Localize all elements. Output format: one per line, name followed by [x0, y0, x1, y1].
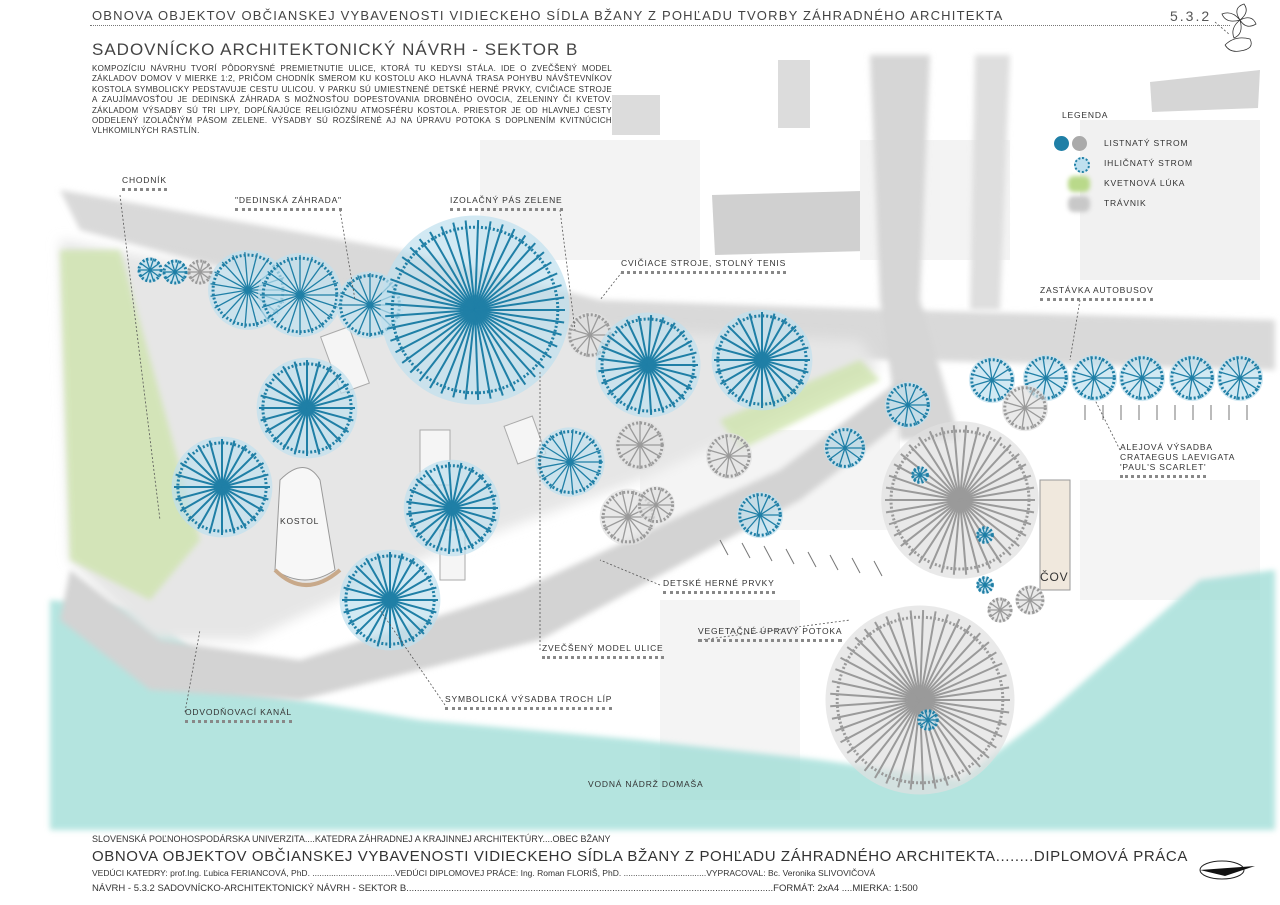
- parking-tick: [719, 539, 729, 556]
- label-line: 'PAUL'S SCARLET': [1120, 462, 1207, 478]
- label-detske-prvky: DETSKÉ HERNÉ PRVKY: [663, 578, 775, 594]
- legend-item: KVETNOVÁ LÚKA: [1062, 174, 1262, 194]
- deciduous-tree-icon: [403, 459, 501, 557]
- sheet-title: SADOVNÍCKO ARCHITEKTONICKÝ NÁVRH - SEKTO…: [92, 40, 579, 59]
- label-vegetacne-upravy: VEGETAČNÉ ÚPRAVY POTOKA: [698, 626, 843, 642]
- label-odvodnovaci-kanal: ODVODŇOVACÍ KANÁL: [185, 707, 292, 723]
- label-kostol: KOSTOL: [280, 516, 320, 526]
- label-alejova-vysadba: ALEJOVÁ VÝSADBA CRATAEGUS LAEVIGATA 'PAU…: [1120, 442, 1235, 478]
- footer-project: OBNOVA OBJEKTOV OBČIANSKEJ VYBAVENOSTI V…: [92, 848, 1188, 865]
- parking-tick: [741, 542, 751, 559]
- church-footprint: [274, 467, 336, 581]
- deciduous-tree-grey-icon: [1001, 384, 1049, 432]
- parking-tick: [851, 557, 861, 574]
- label-cov: ČOV: [1040, 570, 1069, 584]
- trees: [137, 215, 1264, 795]
- sheet-number: 5.3.2: [1170, 8, 1212, 24]
- meadow-swatch: [1068, 176, 1090, 192]
- legend-item: IHLIČNATÝ STROM: [1062, 154, 1262, 174]
- parking-tick: [763, 545, 773, 562]
- label-vodna-nadrz: VODNÁ NÁDRŽ DOMAŠA: [588, 779, 704, 789]
- deciduous-tree-grey-icon: [187, 259, 213, 285]
- label-zastavka: ZASTÁVKA AUTOBUSOV: [1040, 285, 1154, 301]
- parking-tick: [807, 551, 817, 568]
- footer-university: SLOVENSKÁ POĽNOHOSPODÁRSKA UNIVERZITA...…: [92, 834, 611, 844]
- label-dedinska-zahrada: "DEDINSKÁ ZÁHRADA": [235, 195, 342, 211]
- cov-structure: [1039, 479, 1071, 591]
- side-road-2: [970, 55, 1010, 310]
- legend-item: TRÁVNIK: [1062, 194, 1262, 214]
- label-line: ALEJOVÁ VÝSADBA: [1120, 442, 1213, 452]
- deciduous-tree-icon: [884, 381, 932, 429]
- deciduous-tree-grey-icon: [1015, 585, 1045, 615]
- deciduous-tree-icon: [1070, 354, 1118, 402]
- conifer-tree-icon: [1074, 157, 1090, 173]
- main-road: [60, 190, 1275, 370]
- label-model-ulice: ZVEČŠENÝ MODEL ULICE: [542, 643, 664, 659]
- deciduous-tree-icon: [976, 576, 994, 594]
- deciduous-tree-grey-icon: [1072, 136, 1087, 151]
- deciduous-tree-grey-icon: [881, 421, 1039, 579]
- deciduous-tree-icon: [258, 253, 342, 337]
- footer-sheet-info: NÁVRH - 5.3.2 SADOVNÍCKO-ARCHITEKTONICKÝ…: [92, 883, 918, 894]
- label-line: CRATAEGUS LAEVIGATA: [1120, 452, 1236, 462]
- label-cviciace-stroje: CVIČIACE STROJE, STOLNÝ TENIS: [621, 258, 787, 274]
- deciduous-tree-icon: [711, 309, 813, 411]
- deciduous-tree-icon: [1216, 354, 1264, 402]
- deciduous-tree-grey-icon: [825, 605, 1015, 795]
- deciduous-tree-icon: [1054, 136, 1069, 151]
- deciduous-tree-icon: [824, 427, 866, 469]
- deciduous-tree-icon: [535, 427, 605, 497]
- path-lower: [60, 380, 930, 700]
- footer-supervisors: VEDÚCI KATEDRY: prof.Ing. Ľubica FERIANC…: [92, 868, 876, 878]
- deciduous-tree-grey-icon: [705, 432, 753, 480]
- deciduous-tree-icon: [1118, 354, 1166, 402]
- flower-logo: [1221, 3, 1257, 52]
- deciduous-tree-grey-icon: [614, 419, 666, 471]
- label-izolacny-pas: IZOLAČNÝ PÁS ZELENE: [450, 195, 563, 211]
- label-symbolicka-vysadba: SYMBOLICKÁ VÝSADBA TROCH LÍP: [445, 694, 613, 710]
- legend-label: LISTNATÝ STROM: [1104, 138, 1189, 148]
- legend-label: KVETNOVÁ LÚKA: [1104, 178, 1186, 188]
- deciduous-tree-icon: [339, 549, 441, 651]
- legend-label: TRÁVNIK: [1104, 198, 1147, 208]
- leader-lines: [119, 21, 1231, 713]
- deciduous-tree-icon: [911, 466, 929, 484]
- meadow-strip-2: [720, 360, 880, 450]
- deciduous-tree-icon: [380, 215, 570, 405]
- north-arrow: [1199, 860, 1255, 880]
- intro-text: KOMPOZÍCIU NÁVRHU TVORÍ PÔDORYSNÉ PREMIE…: [92, 64, 612, 136]
- deciduous-tree-icon: [736, 491, 784, 539]
- deciduous-tree-grey-icon: [987, 597, 1013, 623]
- deciduous-tree-icon: [1168, 354, 1216, 402]
- parking-tick: [873, 560, 883, 577]
- deciduous-tree-icon: [917, 709, 939, 731]
- deciduous-tree-icon: [256, 357, 358, 459]
- project-title: OBNOVA OBJEKTOV OBČIANSKEJ VYBAVENOSTI V…: [92, 8, 1004, 23]
- legend-title: LEGENDA: [1062, 110, 1109, 120]
- deciduous-tree-icon: [595, 312, 701, 418]
- parking-tick: [785, 548, 795, 565]
- deciduous-tree-icon: [976, 526, 994, 544]
- parking-ticks: [719, 405, 1248, 577]
- lawn-swatch: [1068, 196, 1090, 212]
- meadow-strip: [60, 250, 200, 600]
- legend-label: IHLIČNATÝ STROM: [1104, 158, 1193, 168]
- header-divider: [90, 25, 1230, 26]
- parking-tick: [829, 554, 839, 571]
- side-road: [870, 55, 960, 440]
- deciduous-tree-grey-icon: [637, 486, 675, 524]
- water-reservoir: [50, 570, 1275, 830]
- label-chodnik: CHODNÍK: [122, 175, 167, 191]
- legend-item: LISTNATÝ STROM: [1054, 134, 1262, 154]
- deciduous-tree-icon: [171, 436, 273, 538]
- deciduous-tree-icon: [137, 257, 163, 283]
- deciduous-tree-icon: [162, 259, 188, 285]
- deciduous-tree-icon: [968, 356, 1016, 404]
